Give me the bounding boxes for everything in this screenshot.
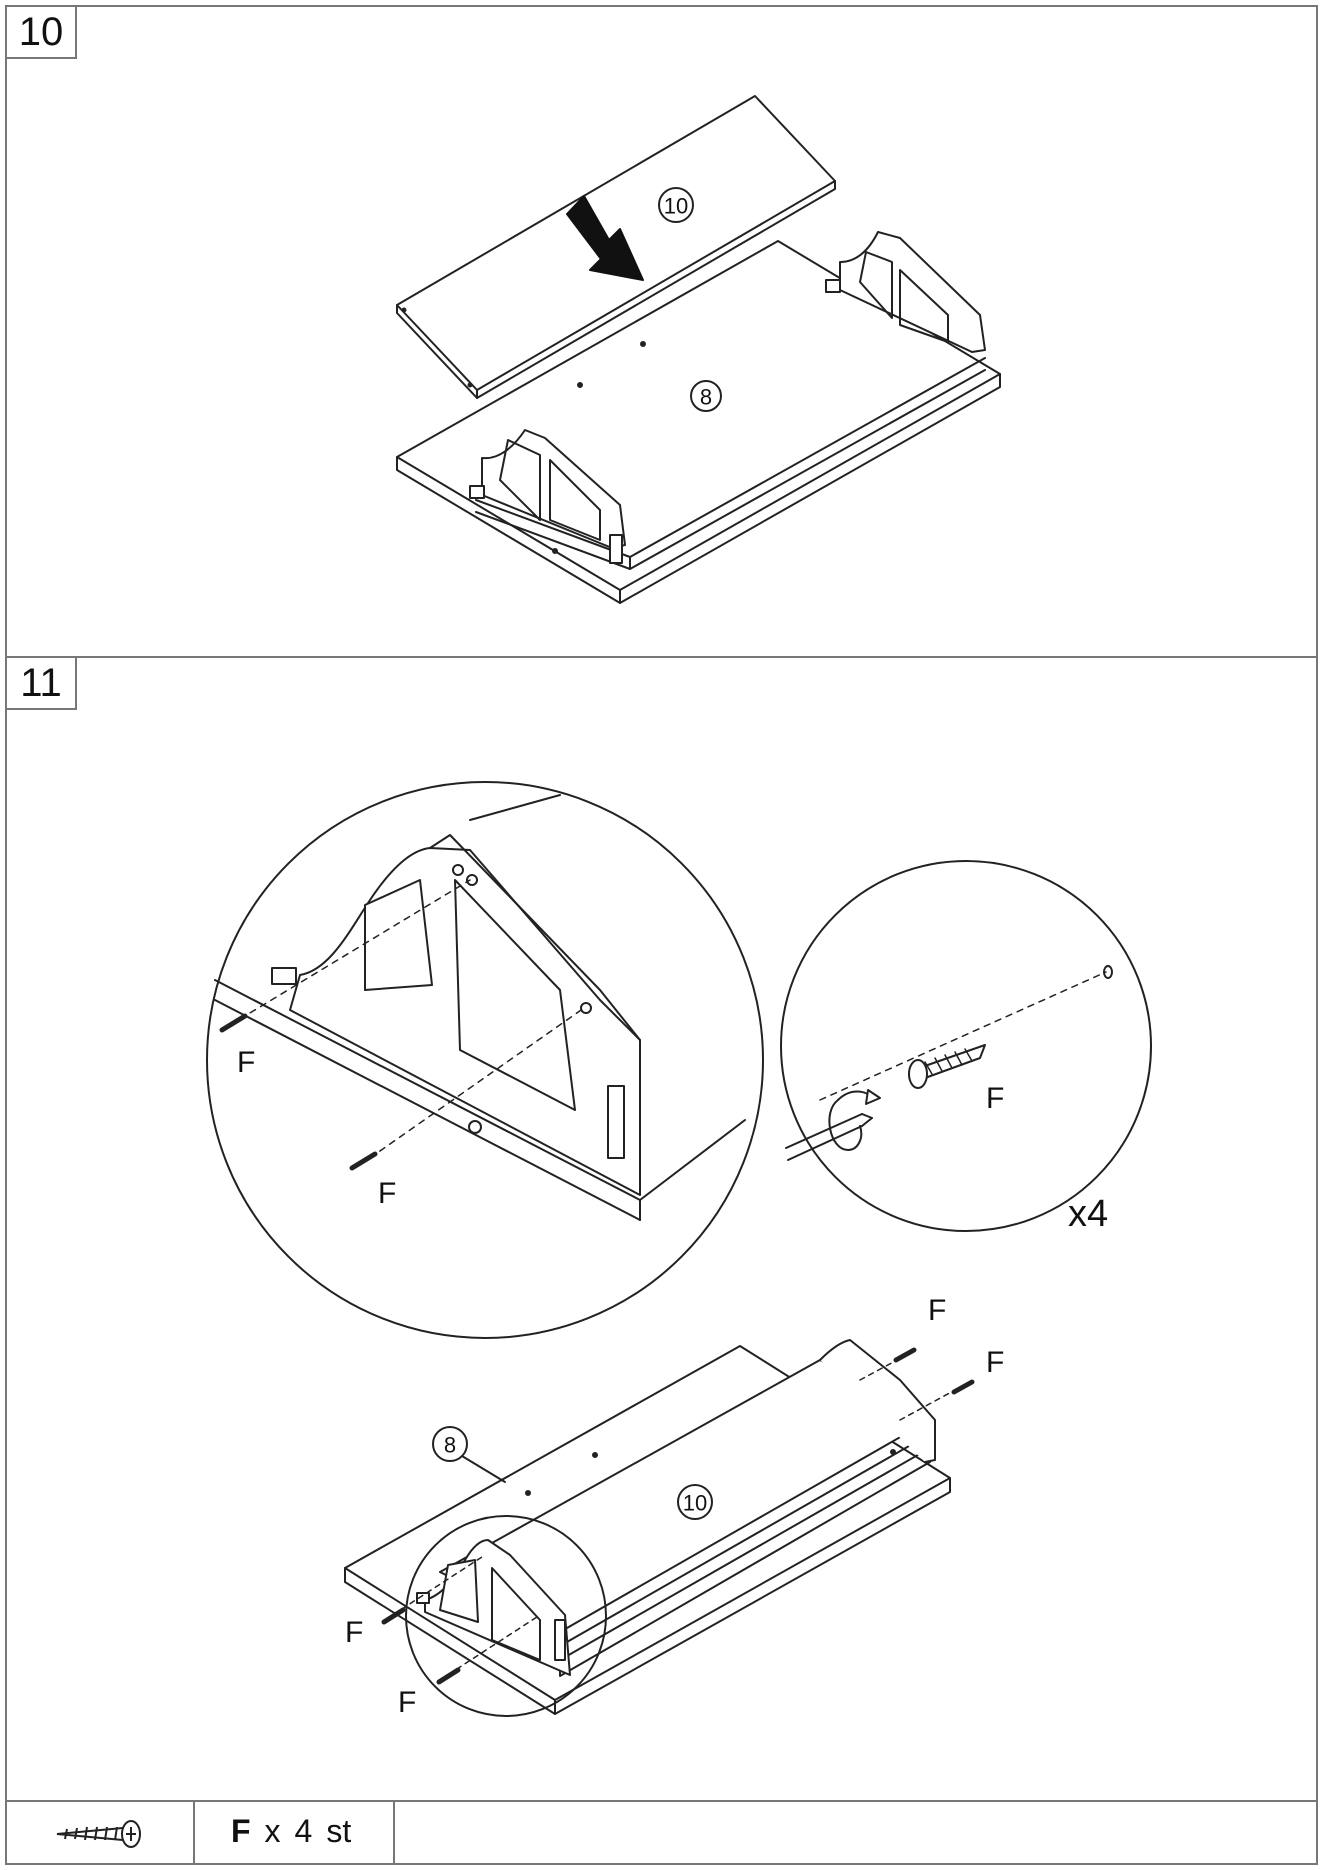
screw-icon bbox=[349, 1151, 378, 1171]
step-divider bbox=[5, 656, 1318, 658]
screw-label: F bbox=[928, 1294, 946, 1327]
part-label-8: 8 bbox=[700, 385, 712, 410]
screw-label: F bbox=[986, 1082, 1004, 1115]
screw-label: F bbox=[237, 1046, 255, 1079]
assembled-unit: F F F F 8 10 bbox=[344, 1294, 1004, 1719]
page-frame bbox=[5, 5, 1318, 1865]
screw-icon bbox=[893, 1347, 917, 1363]
screw-label: F bbox=[378, 1177, 396, 1210]
part-label-10: 10 bbox=[683, 1491, 707, 1516]
down-arrow-icon bbox=[566, 195, 644, 281]
screw-icon bbox=[951, 1379, 975, 1395]
part-label-10: 10 bbox=[664, 194, 688, 219]
screw-icon bbox=[436, 1667, 461, 1685]
bracket-back bbox=[825, 231, 986, 353]
screw-icon bbox=[56, 1820, 141, 1848]
legend-unit: st bbox=[326, 1813, 352, 1849]
part-label-8: 8 bbox=[444, 1433, 456, 1458]
legend-count: 4 bbox=[294, 1813, 313, 1849]
step-number-11: 11 bbox=[5, 656, 77, 710]
legend-times: x bbox=[264, 1813, 281, 1849]
detail-circle-screwdriver: F x4 bbox=[780, 860, 1152, 1235]
screw-label: F bbox=[398, 1686, 416, 1719]
legend-icon-cell bbox=[5, 1800, 195, 1865]
screw-icon bbox=[219, 1013, 248, 1033]
step-number-10: 10 bbox=[5, 5, 77, 59]
screw-icon bbox=[381, 1607, 406, 1625]
legend-letter: F bbox=[231, 1813, 251, 1849]
step-10-drawing: 10 8 bbox=[396, 95, 1001, 604]
screw-label: F bbox=[345, 1616, 363, 1649]
rotate-arrow-icon bbox=[828, 1099, 863, 1151]
screw-label: F bbox=[986, 1346, 1004, 1379]
screw-icon bbox=[908, 1044, 986, 1089]
multiplier-label: x4 bbox=[1068, 1193, 1108, 1235]
legend-divider bbox=[5, 1800, 1318, 1802]
detail-circle-bracket: F F bbox=[206, 781, 764, 1339]
screwdriver-icon bbox=[785, 1113, 873, 1161]
assembly-illustration: 10 8 F F bbox=[206, 95, 1152, 1719]
bracket-front bbox=[469, 429, 626, 564]
